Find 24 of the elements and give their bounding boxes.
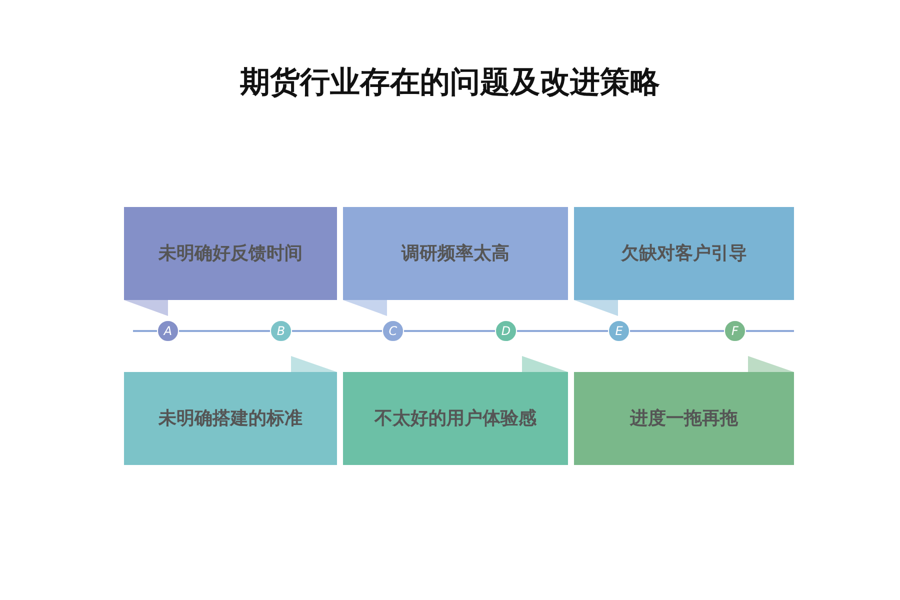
callout-box	[574, 207, 794, 316]
box-text: 欠缺对客户引导	[621, 243, 747, 264]
callout-box	[574, 356, 794, 465]
box-text: 调研频率太高	[402, 243, 510, 264]
timeline-line	[517, 330, 608, 332]
callout-box	[343, 356, 568, 465]
timeline-marker: E	[608, 320, 630, 342]
timeline-line	[292, 330, 382, 332]
timeline-marker: C	[382, 320, 404, 342]
timeline-marker: A	[157, 320, 179, 342]
callout-box	[124, 207, 337, 316]
timeline-line	[630, 330, 724, 332]
title: 期货行业存在的问题及改进策略	[240, 65, 660, 100]
timeline-marker: B	[270, 320, 292, 342]
box-text: 进度一拖再拖	[630, 408, 738, 429]
timeline-marker: F	[724, 320, 746, 342]
callout-box	[124, 356, 337, 465]
callout-box	[343, 207, 568, 316]
timeline-line	[179, 330, 270, 332]
box-text: 不太好的用户体验感	[374, 408, 536, 429]
box-text: 未明确搭建的标准	[158, 408, 302, 429]
box-text: 未明确好反馈时间	[158, 243, 302, 264]
timeline-line	[404, 330, 495, 332]
timeline-marker: D	[495, 320, 517, 342]
